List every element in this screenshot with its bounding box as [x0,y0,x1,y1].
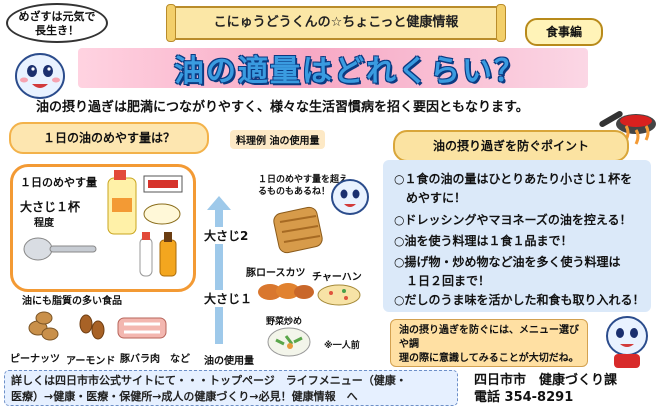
other-foods-label: 油にも脂質の多い食品 [22,296,122,307]
frying-pan-icon [599,111,656,145]
daily-amount-heading: １日の油のめやす量は？ [9,122,209,154]
exceed-caption-1: １日のめやす量を超え [258,175,349,185]
tip-1-cont: めやすに！ [394,191,467,205]
advice-note: 油の摂り過ぎを防ぐには、メニュー選びや調 理の際に意識してみることが大切だね。 [390,319,588,367]
amount-line-2: 程度 [34,218,54,229]
main-title: 油の適量はどれくらい？ [174,54,526,89]
dish-example-heading: 料理例 油の使用量 [230,130,326,149]
exceed-caption-2: るものもあるね！ [258,187,331,197]
food-pork-belly: 豚バラ肉 [120,354,160,365]
food-etc: など [170,354,190,365]
per-person-note: ※一人前 [324,341,360,351]
speech-line-2: 長生き！ [35,24,79,37]
category-badge: 食事編 [525,18,603,46]
tablespoon-icon [23,237,97,261]
intro-text: 油の摂り過ぎは肥満につながりやすく、様々な生活習慣病を招く要因ともなります。 [36,100,529,115]
tip-4-cont: １日２回まで！ [394,274,491,288]
tip-4: ○揚げ物・炒め物など油を多く使う料理は [394,255,621,269]
mascot-left-icon [15,53,65,99]
dish-stir-fry: 野菜炒め [266,317,303,327]
department-contact: 四日市市 健康づくり課 電話 354-8291 [474,372,617,406]
footer-line-1: 詳しくは四日市市公式サイトにて・・・トップページ ライフメニュー（健康・ [11,374,407,387]
prevent-tips-heading: 油の摂り過ぎを防ぐポイント [393,130,629,162]
tip-3: ○油を使う料理は１食１品まで！ [394,234,573,248]
dish-pork-cutlet: 豚ロースカツ [246,268,306,279]
daily-amount-label: １日のめやす量 [20,176,97,189]
tips-box [383,160,651,312]
footer-line-2: 医療）→健康・医療・保健所→成人の健康づくり→必見！健康情報 へ [11,390,358,403]
speech-bubble: めざすは元気で 長生き！ [6,3,108,43]
speech-line-1: めざすは元気で [18,10,96,23]
tip-5: ○だしのうま味を活かした和食も取り入れる！ [394,293,645,307]
tip-2: ○ドレッシングやマヨネーズの油を控える！ [394,213,632,227]
fried-rice-icon [317,284,361,306]
food-peanuts: ピーナッツ [10,354,60,365]
oil-usage-label: 油の使用量 [204,356,254,367]
fatty-foods-icon [28,311,167,341]
stir-fry-icon [267,327,311,357]
mascot-middle-icon [331,179,369,215]
dish-fried-rice: チャーハン [312,272,362,283]
title-banner [78,48,588,88]
advice-note-line-2: 理の際に意識してみることが大切だね。 [399,353,579,364]
tip-1: ○１食の油の量はひとりあたり小さじ１杯を [394,172,633,186]
department-name: 四日市市 健康づくり課 [474,373,618,388]
tbsp-1-mark: 大さじ１ [204,290,253,307]
department-phone: 電話 354-8291 [474,390,574,405]
pork-cutlet-icon [273,206,323,254]
advice-note-line-1: 油の摂り過ぎを防ぐには、メニュー選びや調 [399,325,579,350]
header-title: こにゅうどうくんの☆ちょこっと健康情報 [166,4,506,42]
food-almond: アーモンド [66,356,116,367]
amount-line-1: 大さじ１杯 [20,200,81,214]
oil-usage-axis [207,196,231,344]
mascot-right-icon [606,316,648,368]
tbsp-2-mark: 大さじ2 [204,227,249,244]
fried-items-icon [258,283,314,300]
footer-info: 詳しくは四日市市公式サイトにて・・・トップページ ライフメニュー（健康・ 医療）… [4,370,458,406]
oil-products-icon [107,170,183,277]
